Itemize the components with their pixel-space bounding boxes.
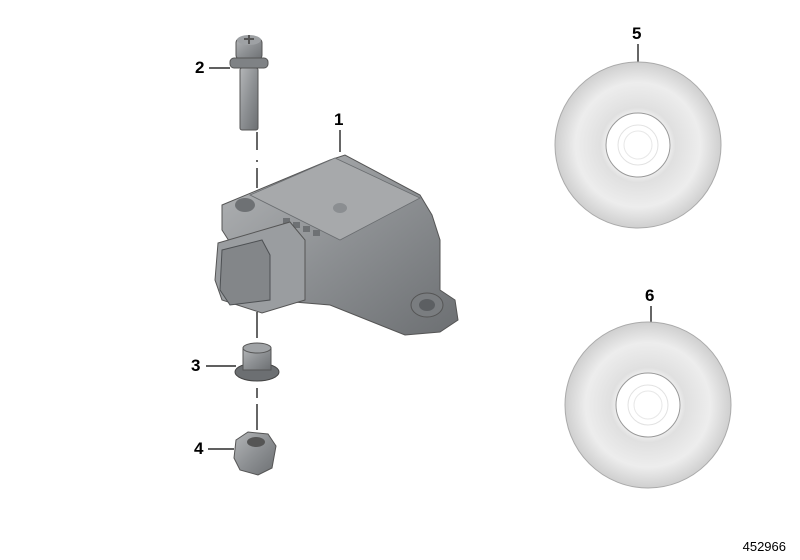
disc-5 — [554, 61, 722, 229]
callout-2: 2 — [195, 58, 205, 77]
reference-number: 452966 — [742, 539, 786, 554]
callout-3: 3 — [191, 356, 201, 375]
hex-nut — [233, 431, 277, 476]
disc-6 — [564, 321, 732, 489]
screw — [229, 35, 269, 131]
leader-lines — [206, 44, 652, 450]
callout-5: 5 — [632, 24, 642, 43]
sensor-module — [214, 154, 459, 336]
callout-1: 1 — [334, 110, 344, 129]
callout-4: 4 — [194, 439, 204, 458]
washer-nut — [234, 342, 280, 382]
callout-6: 6 — [645, 286, 655, 305]
